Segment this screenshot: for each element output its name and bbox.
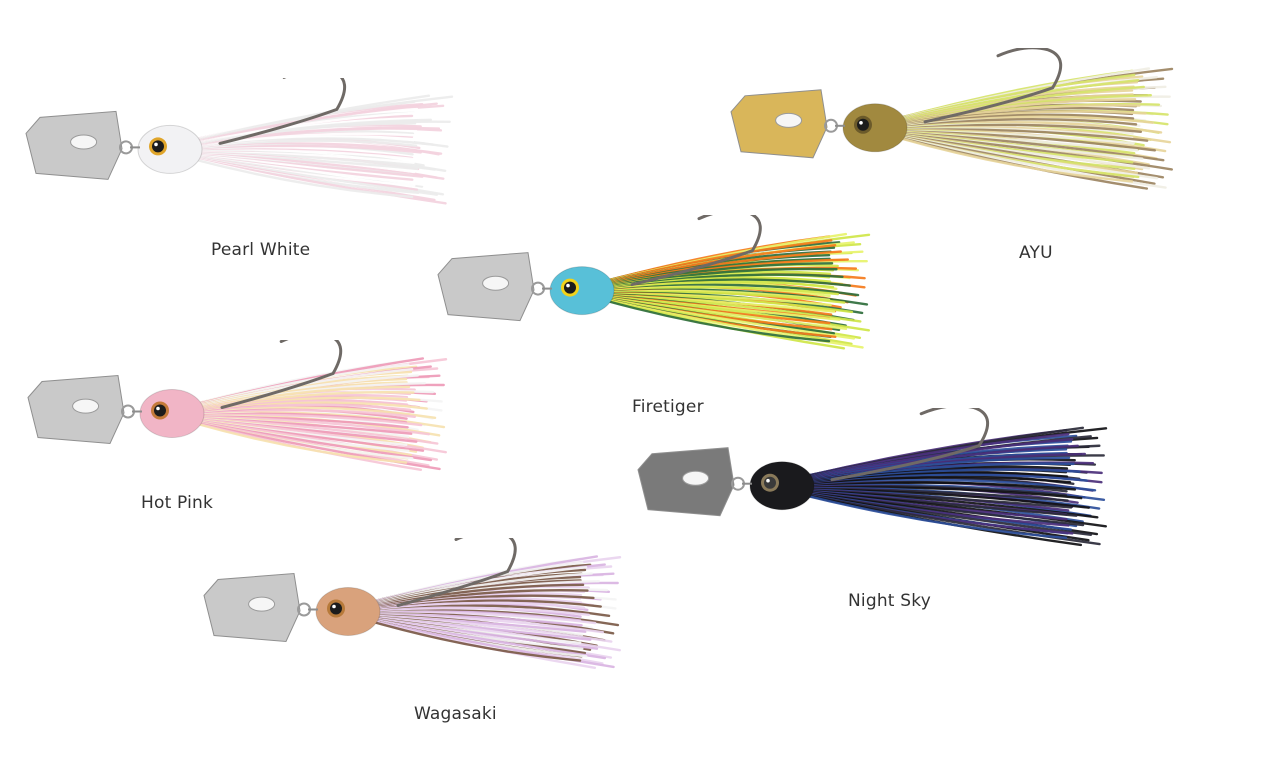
skirt <box>366 555 622 669</box>
label-ayu: AYU <box>1019 243 1053 263</box>
label-firetiger: Firetiger <box>632 397 704 417</box>
lure-illustration <box>203 530 622 669</box>
eye-icon <box>152 140 164 153</box>
jig-head <box>315 587 381 636</box>
skirt <box>893 67 1174 190</box>
jig-head <box>842 103 908 153</box>
lure-ayu <box>725 46 1180 238</box>
lure-illustration <box>637 404 1108 547</box>
jig-head <box>549 266 615 316</box>
lure-firetiger <box>432 209 877 395</box>
lure-pearl-white <box>20 67 460 248</box>
lure-hot-pink <box>22 332 454 515</box>
lure-illustration <box>27 332 448 471</box>
jig-head <box>137 124 203 174</box>
lure-illustration <box>730 46 1174 190</box>
eye-icon <box>330 602 342 615</box>
jig-head <box>749 461 815 511</box>
skirt <box>188 94 454 206</box>
lure-night-sky <box>632 404 1114 593</box>
skirt <box>190 357 448 471</box>
eye-icon <box>154 404 166 417</box>
lure-illustration <box>25 67 454 206</box>
eye-icon <box>764 476 776 489</box>
label-hot-pink: Hot Pink <box>141 493 214 513</box>
lure-wagasaki <box>198 530 628 713</box>
lure-illustration <box>437 209 871 350</box>
label-night-sky: Night Sky <box>848 591 931 611</box>
hook-icon <box>923 46 1063 124</box>
eye-icon <box>564 281 576 294</box>
jig-head <box>139 389 205 438</box>
label-wagasaki: Wagasaki <box>414 704 497 724</box>
skirt <box>800 426 1108 547</box>
skirt <box>600 232 871 350</box>
label-pearl-white: Pearl White <box>211 240 311 260</box>
eye-icon <box>857 118 869 131</box>
